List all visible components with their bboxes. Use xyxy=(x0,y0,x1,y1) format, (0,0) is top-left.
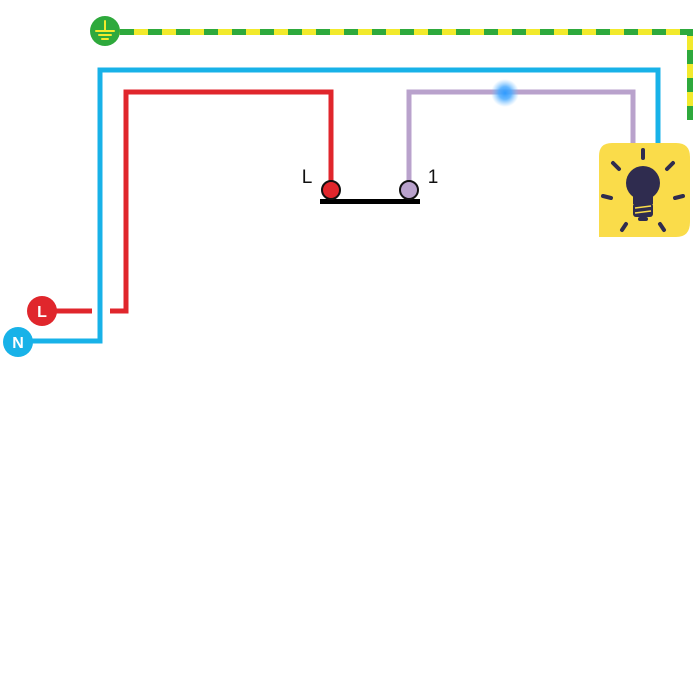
neutral-wire xyxy=(26,67,661,344)
earth-ground-icon xyxy=(95,20,115,40)
switch-bar xyxy=(320,199,420,204)
earth-wire xyxy=(106,29,693,120)
live-source: L xyxy=(27,296,57,326)
live-wire xyxy=(50,89,334,314)
neutral-source: N xyxy=(3,327,33,357)
switch-terminal-1-label: 1 xyxy=(428,167,439,188)
neutral-source-label: N xyxy=(12,335,24,352)
switched-wire xyxy=(406,89,636,184)
light-bulb-icon xyxy=(601,148,685,232)
lamp[interactable] xyxy=(599,143,690,237)
switch[interactable]: L 1 xyxy=(302,167,439,204)
switch-terminal-l[interactable] xyxy=(321,180,341,200)
switch-terminal-l-label: L xyxy=(302,167,313,188)
switch-terminal-1[interactable] xyxy=(399,180,419,200)
earth-source xyxy=(90,16,120,46)
current-flow-indicator xyxy=(491,79,519,107)
live-source-label: L xyxy=(37,304,47,321)
